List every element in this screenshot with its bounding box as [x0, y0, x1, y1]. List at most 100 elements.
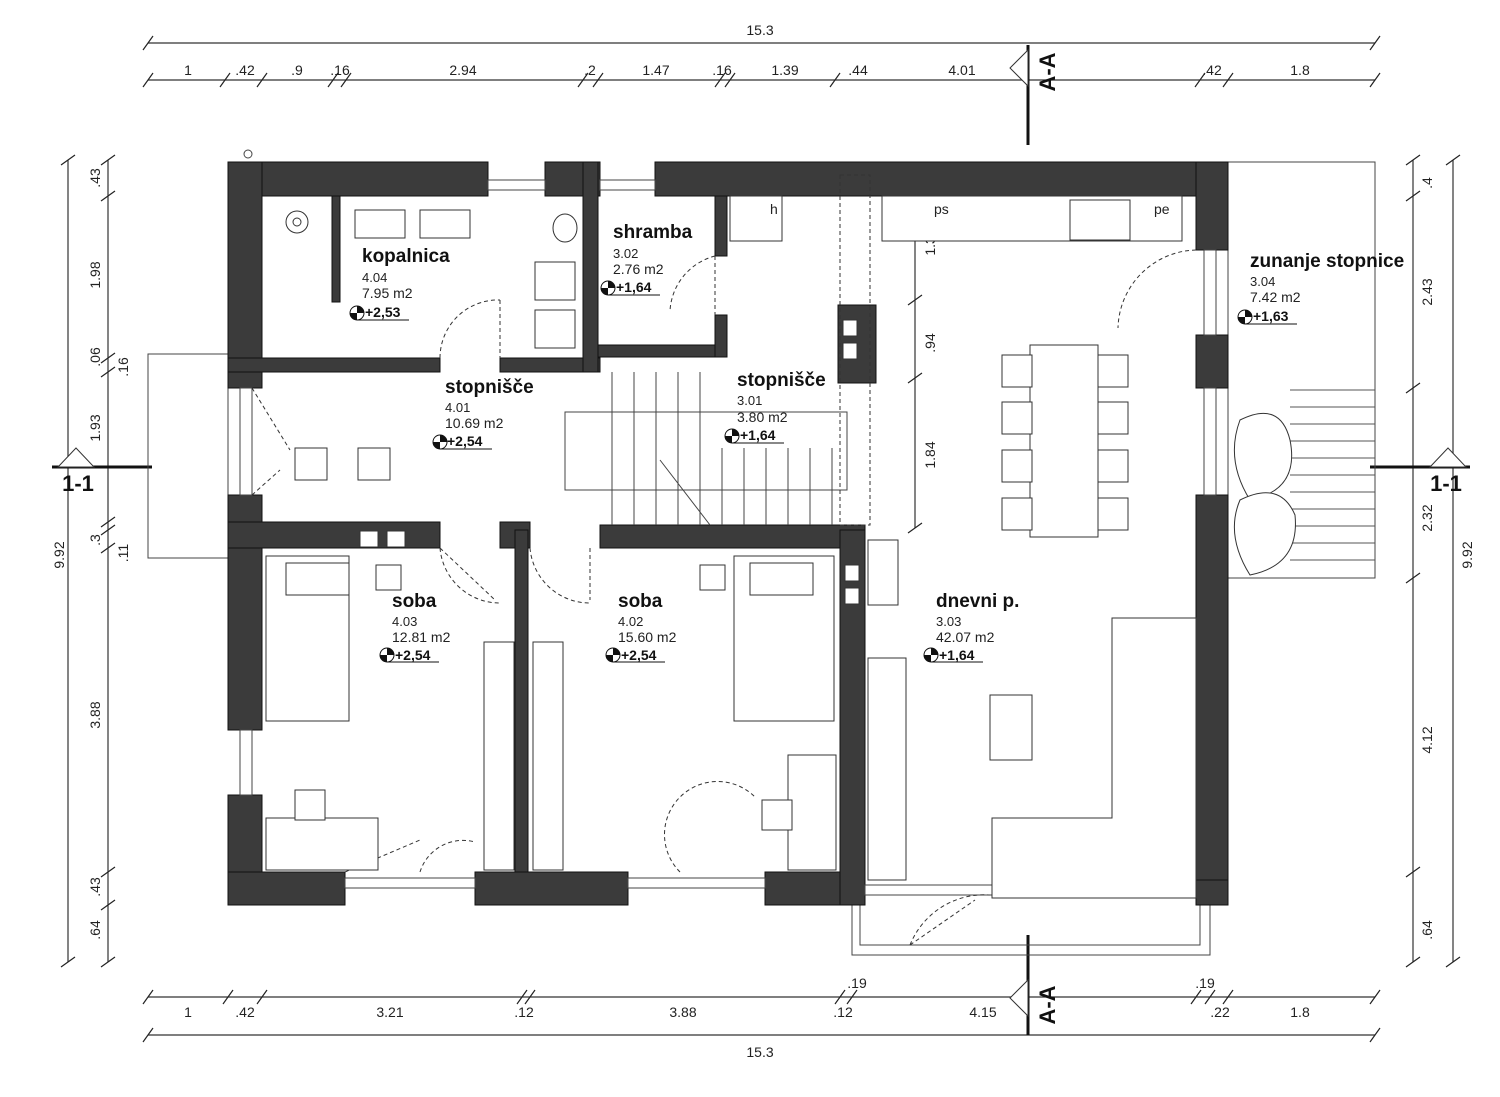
- dimension-tick: [1222, 72, 1234, 88]
- dimension-tick: [1445, 154, 1461, 166]
- chair: [1001, 497, 1033, 531]
- room-name: soba: [392, 591, 437, 612]
- dimension-tick: [577, 72, 589, 88]
- dim-left: 3.88: [87, 701, 103, 728]
- section-label-11-left: 1-1: [62, 471, 94, 496]
- room-dnevni-prostor: dnevni p. 3.03 42.07 m2 +1,64: [936, 591, 1019, 663]
- dimension-tick: [907, 372, 923, 384]
- dimension-tick: [100, 524, 116, 536]
- dim-bottom: .22: [1210, 1004, 1230, 1020]
- dimension-tick: [907, 294, 923, 306]
- dim-interior: .94: [922, 333, 938, 353]
- dimension-tick: [100, 866, 116, 878]
- level-marker-icon: [924, 648, 938, 662]
- room-level: +1,64: [939, 647, 975, 663]
- dimension-tick: [256, 72, 268, 88]
- room-name: dnevni p.: [936, 591, 1019, 612]
- room-level: +2,54: [395, 647, 431, 663]
- chair: [1097, 497, 1129, 531]
- dimension-tick: [100, 899, 116, 911]
- dimension-tick: [1204, 989, 1216, 1005]
- dimension-tick: [142, 1027, 154, 1043]
- room-name: kopalnica: [362, 246, 450, 267]
- dimension-tick: [1405, 866, 1421, 878]
- dimension-tick: [142, 72, 154, 88]
- dim-right-total: 9.92: [1459, 541, 1475, 568]
- dimension-tick: [846, 989, 858, 1005]
- room-level: +1,64: [616, 279, 652, 295]
- dim-right: 2.32: [1419, 504, 1435, 531]
- dimension-tick: [834, 989, 846, 1005]
- dim-bottom: .19: [1195, 975, 1215, 991]
- room-number: 4.04: [362, 270, 387, 285]
- room-number: 4.02: [618, 614, 643, 629]
- oven-label: pe: [1154, 201, 1170, 217]
- chair: [1097, 354, 1129, 388]
- dimension-tick: [100, 956, 116, 968]
- dimension-tick: [1369, 35, 1381, 51]
- level-marker-icon: [380, 648, 394, 662]
- dimension-tick: [1405, 154, 1421, 166]
- dim-left: .3: [87, 534, 103, 546]
- dim-top-total: 15.3: [746, 22, 773, 38]
- dimension-tick: [60, 956, 76, 968]
- room-name: soba: [618, 591, 663, 612]
- exterior-areas: [147, 149, 1376, 956]
- dim-left-total: 9.92: [51, 541, 67, 568]
- room-area: 7.95 m2: [362, 285, 413, 301]
- dim-top: .16: [330, 62, 350, 78]
- walls: [227, 161, 1229, 906]
- room-stopnisce-lower: stopnišče 3.01 3.80 m2 +1,64: [737, 370, 826, 443]
- chair: [1001, 354, 1033, 388]
- dimension-lines: [60, 35, 1461, 1043]
- room-soba-4-02: soba 4.02 15.60 m2 +2,54: [618, 591, 677, 663]
- dimension-tick: [100, 154, 116, 166]
- room-number: 4.03: [392, 614, 417, 629]
- dim-top: .2: [584, 62, 596, 78]
- dim-left: .64: [87, 920, 103, 940]
- dimension-tick: [829, 72, 841, 88]
- room-area: 42.07 m2: [936, 629, 995, 645]
- dim-top: .42: [235, 62, 255, 78]
- dim-top: 2.94: [449, 62, 476, 78]
- hob-label: h: [770, 201, 778, 217]
- level-marker-icon: [725, 429, 739, 443]
- dimension-tick: [1405, 382, 1421, 394]
- dimension-tick: [219, 72, 231, 88]
- room-name: stopnišče: [445, 377, 534, 398]
- room-number: 3.03: [936, 614, 961, 629]
- dim-right: .64: [1419, 920, 1435, 940]
- dim-left: 1.93: [87, 414, 103, 441]
- dim-bottom: 3.21: [376, 1004, 403, 1020]
- dimension-tick: [142, 35, 154, 51]
- room-area: 15.60 m2: [618, 629, 677, 645]
- room-shramba: shramba 3.02 2.76 m2 +1,64: [613, 222, 693, 295]
- dim-left: .43: [87, 877, 103, 897]
- level-marker-icon: [1238, 310, 1252, 324]
- dimension-tick: [100, 542, 116, 554]
- dim-top: 1.39: [771, 62, 798, 78]
- exterior-stairs: [1290, 389, 1375, 561]
- dim-top: 1.47: [642, 62, 669, 78]
- room-name: stopnišče: [737, 370, 826, 391]
- section-marker-aa: A-A A-A: [1009, 45, 1060, 1035]
- room-area: 10.69 m2: [445, 415, 504, 431]
- section-label-11-right: 1-1: [1430, 471, 1462, 496]
- dim-top: 1.8: [1290, 62, 1310, 78]
- furniture: h ps pe: [265, 174, 1197, 899]
- dimension-tick: [1222, 989, 1234, 1005]
- dim-bottom: .19: [847, 975, 867, 991]
- dimension-tick: [1405, 956, 1421, 968]
- dimension-tick: [524, 989, 536, 1005]
- level-marker-icon: [606, 648, 620, 662]
- dimension-tick: [516, 989, 528, 1005]
- dimension-tick: [142, 989, 154, 1005]
- dimension-tick: [100, 352, 116, 364]
- interior-stairs: [564, 372, 848, 526]
- dim-bottom: 1: [184, 1004, 192, 1020]
- dim-bottom: .12: [514, 1004, 534, 1020]
- section-label-aa-top: A-A: [1035, 52, 1060, 91]
- room-number: 3.02: [613, 246, 638, 261]
- chair: [1001, 449, 1033, 483]
